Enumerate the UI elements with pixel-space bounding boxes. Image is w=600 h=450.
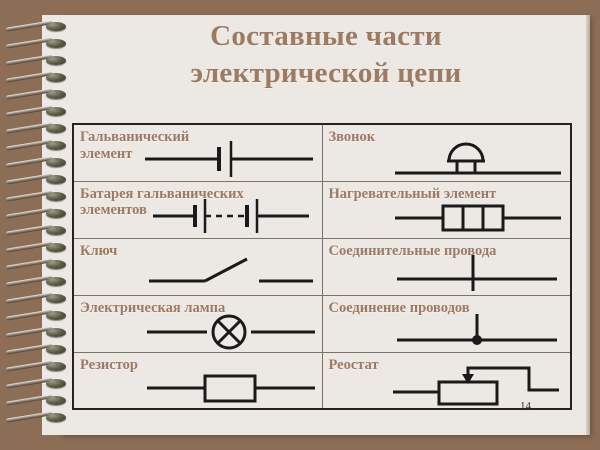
- component-label: Звонок: [328, 129, 376, 145]
- spiral-ring-icon: [6, 156, 66, 168]
- spiral-ring-icon: [6, 190, 66, 202]
- spiral-ring-icon: [6, 394, 66, 406]
- spiral-ring-icon: [6, 122, 66, 134]
- spiral-ring-icon: [6, 258, 66, 270]
- page-title-line-1: Составные части: [210, 20, 442, 52]
- table-cell-right: Соединение проводов: [321, 294, 571, 353]
- spiral-ring-icon: [6, 343, 66, 355]
- component-label: Реостат: [328, 356, 379, 373]
- spiral-ring-icon: [6, 71, 66, 83]
- component-label: Гальванический элемент: [80, 129, 190, 162]
- lamp-symbol: [143, 310, 318, 350]
- component-label: Нагревательный элемент: [328, 185, 497, 202]
- table-cell-right: Звонок: [321, 124, 571, 182]
- bell-symbol: [391, 139, 566, 179]
- table-row: Ключ Соединительные провода: [73, 237, 571, 296]
- table-row: Резистор Реостат: [73, 351, 571, 409]
- table-row: Гальванический элемент Звонок: [73, 124, 571, 182]
- spiral-ring-icon: [6, 37, 66, 49]
- page-title: Составные части электрической цепи: [72, 18, 580, 92]
- spiral-binding: [0, 0, 78, 450]
- table-row: Батарея гальванических элементов Нагреват…: [73, 180, 571, 239]
- spiral-ring-icon: [6, 326, 66, 338]
- table-cell-left: Гальванический элемент: [73, 124, 323, 182]
- page-title-line-2: электрической цепи: [190, 57, 462, 90]
- spiral-ring-icon: [6, 292, 66, 304]
- component-label: Соединительные провода: [328, 242, 497, 259]
- resistor-symbol: [143, 366, 318, 406]
- spiral-ring-icon: [6, 360, 66, 372]
- spiral-ring-icon: [6, 411, 66, 423]
- top-band: [60, 0, 600, 15]
- spiral-ring-icon: [6, 224, 66, 236]
- spiral-ring-icon: [6, 20, 66, 32]
- heating-element-symbol: [391, 196, 566, 236]
- wire-junction-symbol: [391, 310, 566, 350]
- table-cell-left: Батарея гальванических элементов: [73, 180, 323, 239]
- galvanic-cell-symbol: [143, 139, 318, 179]
- spiral-ring-icon: [6, 173, 66, 185]
- table-cell-left: Электрическая лампа: [73, 294, 323, 353]
- component-label: Резистор: [80, 356, 138, 373]
- rheostat-symbol: [391, 366, 566, 406]
- spiral-ring-icon: [6, 105, 66, 117]
- table-cell-left: Резистор: [73, 351, 323, 409]
- table-cell-right: Соединительные провода: [321, 237, 571, 296]
- battery-symbol: [143, 196, 318, 236]
- spiral-ring-icon: [6, 54, 66, 66]
- table-cell-right: Реостат: [321, 351, 571, 409]
- spiral-ring-icon: [6, 88, 66, 100]
- spiral-ring-icon: [6, 275, 66, 287]
- switch-symbol: [143, 253, 318, 293]
- table-row: Электрическая лампа Соединение проводов: [73, 294, 571, 353]
- spiral-ring-icon: [6, 241, 66, 253]
- page-edge-shadow: [586, 15, 590, 435]
- table-cell-left: Ключ: [73, 237, 323, 296]
- component-label: Электрическая лампа: [80, 299, 226, 316]
- spiral-ring-icon: [6, 309, 66, 321]
- spiral-ring-icon: [6, 207, 66, 219]
- component-label: Соединение проводов: [328, 299, 470, 316]
- table-cell-right: Нагревательный элемент: [321, 180, 571, 239]
- component-label: Ключ: [80, 242, 118, 259]
- spiral-ring-icon: [6, 139, 66, 151]
- spiral-ring-icon: [6, 377, 66, 389]
- component-label: Батарея гальванических элементов: [80, 185, 244, 219]
- crossing-wires-symbol: [391, 253, 566, 293]
- page-number: 14: [520, 400, 531, 412]
